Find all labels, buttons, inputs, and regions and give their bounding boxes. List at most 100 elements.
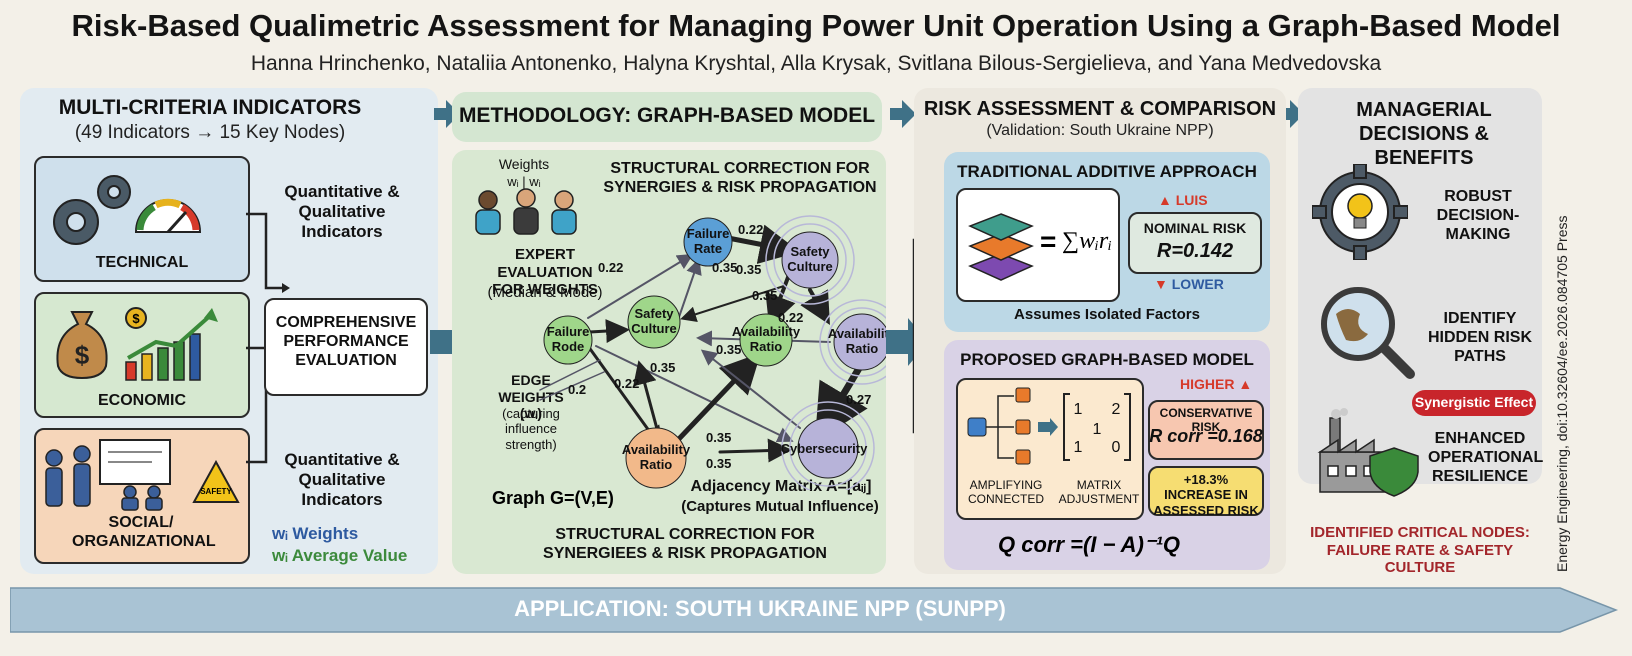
evaluation-box bbox=[264, 298, 428, 396]
edge-label: 0.35 bbox=[716, 342, 741, 357]
svg-text:Culture: Culture bbox=[631, 321, 677, 336]
edge-label: 0.35 bbox=[712, 260, 737, 275]
matrix-cell: 0 bbox=[1112, 439, 1121, 456]
experts-icon bbox=[475, 188, 577, 235]
node-safety-culture-1: Safety bbox=[790, 244, 830, 259]
risk-subheader: (Validation: South Ukraine NPP) bbox=[986, 122, 1214, 139]
page-title: Risk-Based Qualimetric Assessment for Ma… bbox=[71, 8, 1561, 43]
formula-sum: ∑wᵢrᵢ bbox=[1062, 228, 1113, 254]
matrix-cell: 1 bbox=[1074, 401, 1083, 418]
higher-text: HIGHER bbox=[1180, 376, 1235, 392]
money-bag-icon: $ bbox=[56, 311, 108, 380]
node-failure-rode: Failure bbox=[547, 324, 590, 339]
risk-header: RISK ASSESSMENT & COMPARISON bbox=[923, 98, 1277, 120]
decisions-header: MANAGERIAL DECISIONS & BENEFITS bbox=[1356, 99, 1492, 169]
svg-text:Ratio: Ratio bbox=[846, 341, 879, 356]
weights-sub: wᵢ | wᵢ bbox=[507, 174, 541, 189]
magnifier-globe-icon bbox=[1321, 287, 1415, 379]
social-label: SOCIAL/ ORGANIZATIONAL bbox=[72, 514, 216, 550]
higher-label: HIGHER ▲ bbox=[1180, 376, 1252, 392]
svg-text:Rode: Rode bbox=[552, 339, 585, 354]
edge-label: 0.35 bbox=[650, 360, 675, 375]
edge-label: 0.22 bbox=[778, 310, 803, 325]
matrix-cell: 1 bbox=[1093, 421, 1102, 438]
down-arrow-icon: ▼ bbox=[1154, 276, 1168, 292]
enhanced-label: ENHANCED OPERATIONAL RESILIENCE bbox=[1428, 430, 1544, 485]
edge-label: 0.27 bbox=[846, 392, 871, 407]
svg-text:Ratio: Ratio bbox=[750, 339, 783, 354]
amplify-box bbox=[956, 378, 1144, 520]
svg-text:$: $ bbox=[75, 340, 90, 370]
svg-text:Ratio: Ratio bbox=[640, 457, 673, 472]
edge-weights-label: EDGE WEIGHTS (wᵢ) bbox=[498, 372, 564, 422]
proposed-header: PROPOSED GRAPH-BASED MODEL bbox=[960, 350, 1254, 369]
edge-label: 0.35 bbox=[736, 262, 761, 277]
svg-text:$: $ bbox=[132, 311, 140, 326]
weights-legend: wᵢ Weights bbox=[272, 524, 359, 543]
isolated-label: Assumes Isolated Factors bbox=[1014, 306, 1200, 323]
technical-label: TECHNICAL bbox=[95, 254, 189, 271]
indicators-header: MULTI-CRITERIA INDICATORS bbox=[58, 96, 362, 119]
structural-top: STRUCTURAL CORRECTION FOR SYNERGIES & RI… bbox=[603, 160, 877, 196]
critical-nodes-label: IDENTIFIED CRITICAL NODES: FAILURE RATE … bbox=[1310, 524, 1530, 577]
graph-label: Graph G=(V,E) bbox=[492, 488, 614, 508]
increase-box bbox=[1148, 466, 1264, 516]
structural-bottom: STRUCTURAL CORRECTION FOR SYNERGIEES & R… bbox=[543, 526, 827, 562]
layers-icon bbox=[968, 213, 1034, 281]
identify-label: IDENTIFY HIDDEN RISK PATHS bbox=[1428, 310, 1533, 365]
authors: Hanna Hrinchenko, Nataliia Antonenko, Ha… bbox=[250, 52, 1382, 75]
node-failure-rate-1: Failure bbox=[687, 226, 730, 241]
svg-text:Culture: Culture bbox=[787, 259, 833, 274]
robust-label: ROBUST DECISION-MAKING bbox=[1436, 188, 1520, 243]
edge-label: 0.35 bbox=[752, 288, 777, 303]
lightbulb-gear-icon bbox=[1312, 164, 1408, 260]
methodology-header: METHODOLOGY: GRAPH-BASED MODEL bbox=[458, 104, 876, 127]
amplifying-label: AMPLIFYING CONNECTED bbox=[967, 478, 1044, 507]
nominal-risk-label: NOMINAL RISK bbox=[1143, 220, 1247, 236]
nominal-risk-box bbox=[1128, 212, 1262, 274]
luis-label: ▲ LUIS bbox=[1158, 192, 1208, 208]
economic-label: ECONOMIC bbox=[98, 392, 186, 409]
presentation-people-icon bbox=[45, 439, 171, 511]
matrix-cell: 2 bbox=[1112, 401, 1121, 418]
application-label: APPLICATION: SOUTH UKRAINE NPP (SUNPP) bbox=[514, 596, 1006, 621]
matrix-cell: 1 bbox=[1074, 439, 1083, 456]
expert-label: EXPERT EVALUATION FOR WEIGHTS bbox=[492, 246, 598, 299]
gauge-icon bbox=[134, 198, 202, 234]
application-banner bbox=[10, 587, 1619, 633]
traditional-header: TRADITIONAL ADDITIVE APPROACH bbox=[957, 162, 1257, 181]
growth-chart-icon: $ bbox=[125, 307, 218, 381]
node-availability-3: Availability bbox=[622, 442, 691, 457]
edge-label: 0.22 bbox=[738, 222, 763, 237]
weights-label: Weights bbox=[498, 156, 550, 172]
node-availability-2: Availability bbox=[828, 326, 886, 341]
safety-sign-icon: SAFETY bbox=[192, 460, 240, 503]
edge-label: 0.2 bbox=[568, 382, 586, 397]
qq-top-label: Quantitative & Qualitative Indicators bbox=[284, 182, 400, 242]
up-arrow-icon: ▲ bbox=[1158, 192, 1172, 208]
edge-weights-sub: (capturing influence strength) bbox=[502, 406, 560, 452]
synergistic-label: Synergistic Effect bbox=[1414, 394, 1534, 410]
lower-text: LOWER bbox=[1171, 276, 1224, 292]
edge-label: 0.35 bbox=[706, 430, 731, 445]
factory-shield-icon bbox=[1317, 408, 1419, 497]
svg-text:Rate: Rate bbox=[694, 241, 722, 256]
svg-text:SAFETY: SAFETY bbox=[200, 487, 232, 496]
formula-eq: = bbox=[1040, 226, 1057, 257]
evaluation-label: COMPREHENSIVE PERFORMANCE EVALUATION bbox=[275, 314, 417, 369]
matrix-adj-label: MATRIX ADJUSTMENT bbox=[1058, 478, 1140, 507]
qq-bottom-label: Quantitative & Qualitative Indicators bbox=[284, 450, 400, 510]
node-cybersecurity: Cybersecurity bbox=[781, 441, 868, 456]
expert-sub: (Median & Mode) bbox=[487, 284, 603, 301]
adjacency-label: Adjacency Matrix A=[aᵢⱼ] bbox=[690, 478, 872, 495]
adjacency-sub: (Captures Mutual Influence) bbox=[681, 498, 879, 515]
gears-icon bbox=[53, 175, 131, 245]
average-legend: wᵢ Average Value bbox=[272, 546, 408, 565]
edge-label: 0.35 bbox=[706, 456, 731, 471]
methodology-header-panel bbox=[452, 92, 882, 142]
indicators-subheader: (49 Indicators → 15 Key Nodes) bbox=[74, 122, 346, 143]
nominal-risk-value: R=0.142 bbox=[1156, 240, 1234, 262]
conservative-risk-label: CONSERVATIVE RISK bbox=[1159, 406, 1253, 435]
amplify-diagram: 1 2 1 1 0 bbox=[967, 387, 1131, 465]
